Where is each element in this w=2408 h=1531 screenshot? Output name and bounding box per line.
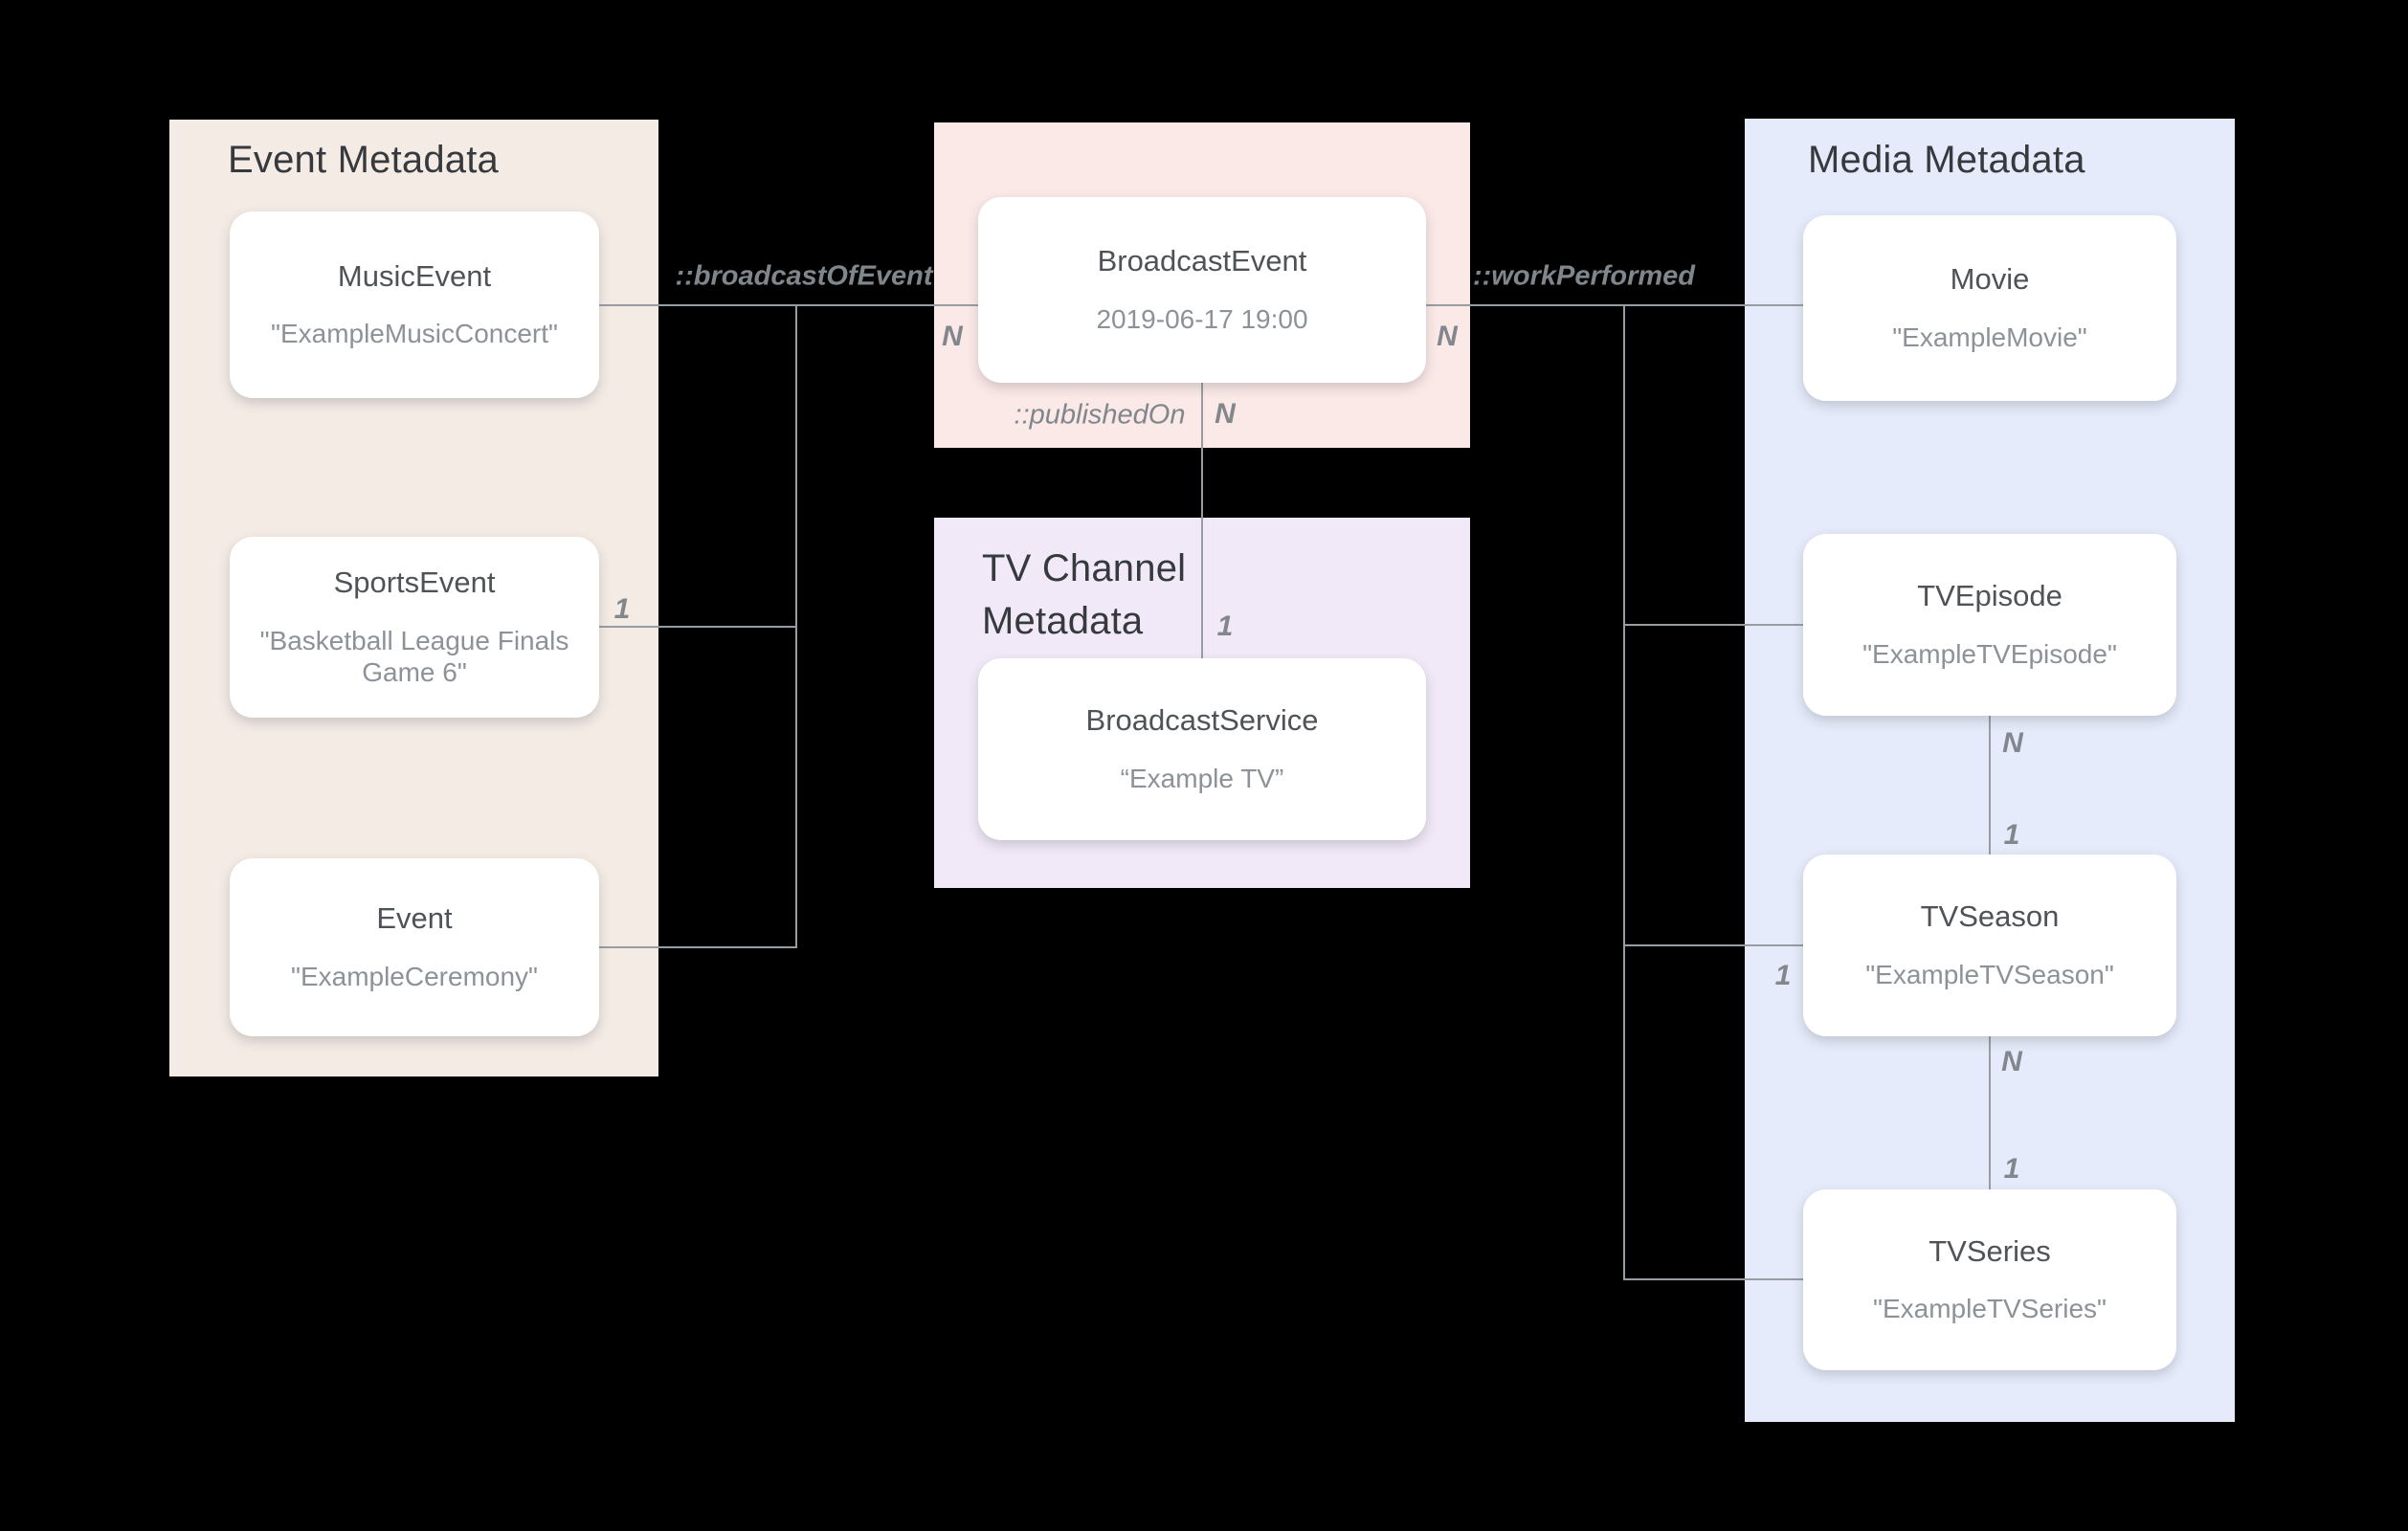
- connector-tvseason-stub: [1623, 944, 1805, 946]
- cardinality-published-on-n: N: [1215, 398, 1236, 430]
- tv-series-subtitle: "ExampleTVSeries": [1873, 1294, 2107, 1324]
- cardinality-broadcast-left-n: N: [942, 321, 963, 352]
- connector-right-trunk-vertical: [1623, 304, 1625, 1280]
- connector-tvseries-stub: [1623, 1278, 1805, 1280]
- tv-season-card: TVSeason "ExampleTVSeason": [1803, 854, 2176, 1036]
- tv-series-card: TVSeries "ExampleTVSeries": [1803, 1189, 2176, 1370]
- connector-musicevent-broadcastevent: [599, 304, 978, 306]
- cardinality-episode-season-n: N: [2002, 727, 2023, 759]
- cardinality-published-on-1: 1: [1216, 610, 1234, 642]
- cardinality-season-series-n: N: [2001, 1046, 2022, 1077]
- broadcast-of-event-relation-label: ::broadcastOfEvent: [675, 260, 933, 292]
- broadcast-service-title: BroadcastService: [1085, 703, 1319, 738]
- tv-episode-title: TVEpisode: [1917, 579, 2062, 613]
- work-performed-relation-label: ::workPerformed: [1472, 260, 1696, 292]
- event-card: Event "ExampleCeremony": [230, 858, 599, 1036]
- tv-episode-card: TVEpisode "ExampleTVEpisode": [1803, 534, 2176, 716]
- movie-title: Movie: [1950, 262, 2030, 297]
- movie-subtitle: "ExampleMovie": [1892, 322, 2087, 352]
- connector-event-stub: [599, 946, 797, 948]
- event-card-title: Event: [376, 901, 453, 936]
- cardinality-tv-season-stub-1: 1: [1774, 960, 1792, 991]
- music-event-card: MusicEvent "ExampleMusicConcert": [230, 211, 599, 398]
- broadcast-event-card: BroadcastEvent 2019-06-17 19:00: [978, 197, 1426, 383]
- connector-broadcastevent-movie: [1426, 304, 1803, 306]
- broadcast-service-subtitle: “Example TV”: [1120, 763, 1284, 793]
- connector-sportsevent-stub: [599, 626, 797, 628]
- broadcast-service-card: BroadcastService “Example TV”: [978, 658, 1426, 840]
- broadcast-event-subtitle: 2019-06-17 19:00: [1096, 303, 1308, 334]
- tv-channel-metadata-title: TV Channel Metadata: [982, 547, 1187, 642]
- connector-tvseason-tvseries: [1989, 1036, 1991, 1189]
- music-event-subtitle: "ExampleMusicConcert": [271, 319, 558, 349]
- connector-tvepisode-stub: [1623, 624, 1805, 626]
- cardinality-season-series-1: 1: [2003, 1153, 2020, 1185]
- connector-tvepisode-tvseason: [1989, 716, 1991, 854]
- tv-episode-subtitle: "ExampleTVEpisode": [1862, 638, 2117, 669]
- movie-card: Movie "ExampleMovie": [1803, 215, 2176, 401]
- sports-event-subtitle: "Basketball League Finals Game 6": [259, 625, 569, 687]
- cardinality-sports-event-1: 1: [613, 593, 631, 625]
- connector-broadcastevent-broadcastservice: [1201, 383, 1203, 660]
- music-event-title: MusicEvent: [337, 258, 492, 293]
- cardinality-episode-season-1: 1: [2003, 819, 2020, 851]
- broadcast-event-title: BroadcastEvent: [1097, 244, 1307, 278]
- tv-season-subtitle: "ExampleTVSeason": [1865, 959, 2114, 989]
- media-metadata-title: Media Metadata: [1808, 139, 2085, 181]
- published-on-relation-label: ::publishedOn: [1014, 399, 1186, 431]
- sports-event-title: SportsEvent: [333, 566, 496, 600]
- event-card-subtitle: "ExampleCeremony": [291, 961, 538, 991]
- event-metadata-title: Event Metadata: [228, 139, 499, 181]
- sports-event-card: SportsEvent "Basketball League Finals Ga…: [230, 537, 599, 718]
- tv-season-title: TVSeason: [1920, 899, 2060, 934]
- tv-series-title: TVSeries: [1929, 1233, 2051, 1268]
- cardinality-broadcast-right-n: N: [1437, 321, 1458, 352]
